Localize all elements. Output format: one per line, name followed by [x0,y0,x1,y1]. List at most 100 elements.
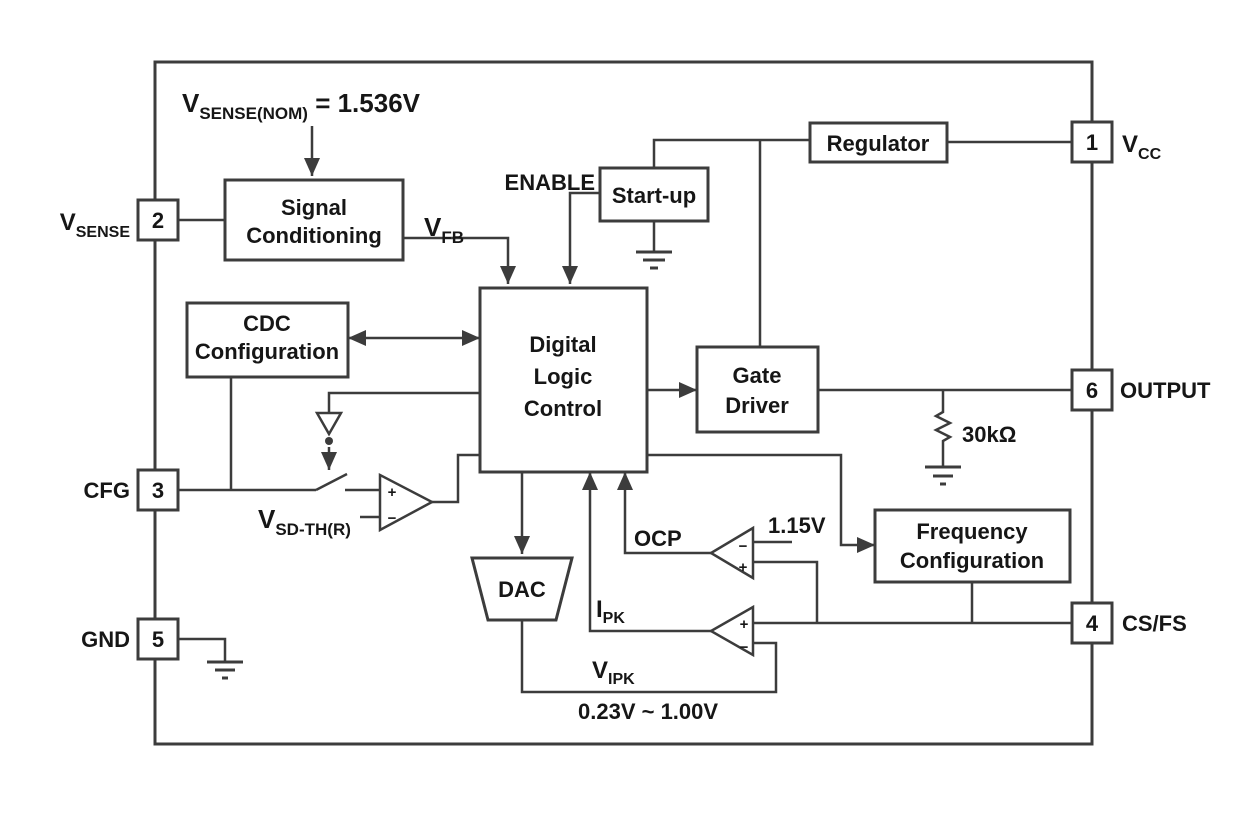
pin-4-csfs: 4 [1070,601,1114,645]
label-ocp: OCP [634,526,682,551]
block-start-up: Start-up [598,166,710,223]
pin-box [136,617,180,661]
label-main: V [1122,131,1138,158]
wire-pin5-ground [178,637,227,662]
block-label: Configuration [900,548,1044,573]
block-label: Driver [725,393,789,418]
pin-box [1070,601,1114,645]
label-sub: SD-TH(R) [275,520,351,539]
label-value: = 1.536V [308,88,421,118]
block-signal-conditioning: Signal Conditioning [223,178,405,262]
pin-label-gnd: GND [81,627,130,652]
label-main: V [60,209,76,236]
block-label: Frequency [916,519,1028,544]
block-frequency-configuration: Frequency Configuration [873,508,1072,584]
pin-1-vcc: 1 [1070,120,1114,164]
label-main: V [592,657,608,684]
block-label: DAC [498,577,546,602]
label-vsense-nom: VSENSE(NOM) = 1.536V [182,88,421,123]
pin-label-vsense: VSENSE [60,209,131,241]
block-label: Gate [733,363,782,388]
label-sub: FB [441,228,464,247]
block-box [873,508,1072,584]
block-label: Control [524,396,602,421]
block-label: Logic [534,364,593,389]
wire-ocp-to-dlc [617,472,711,555]
pin-label-csfs: CS/FS [1122,611,1187,636]
pin-3-cfg: 3 [136,468,180,512]
label-main: V [424,212,442,242]
block-label: Start-up [612,183,696,208]
block-label: CDC [243,311,291,336]
ipk-comparator-plus-mark: + [740,616,749,633]
pin-label-cfg: CFG [84,478,130,503]
label-sub: CC [1138,146,1162,163]
wire-enable [562,191,600,284]
label-vref-1p15: 1.15V [768,513,826,538]
ocp-comparator-plus-mark: + [739,559,748,576]
block-label: Configuration [195,339,339,364]
block-box [695,345,820,434]
pin-label-output: OUTPUT [1120,378,1211,403]
label-enable: ENABLE [505,170,595,195]
wire-vfb [403,236,516,284]
wire-ocp-plus-to-csfs [753,560,819,623]
pin-number: 1 [1086,130,1098,155]
ground-symbol-resistor [925,465,961,486]
block-regulator: Regulator [808,121,949,164]
pin-box [136,198,180,242]
pin-box [1070,368,1114,412]
pullup-resistor [933,390,953,467]
block-box [808,121,949,164]
label-sub: PK [603,610,626,627]
pin-5-gnd: 5 [136,617,180,661]
switch-arm [315,472,348,492]
label-resistor-30k: 30kΩ [962,422,1016,447]
ocp-comparator-minus-mark: − [739,538,748,555]
label-sub: SENSE(NOM) [199,104,308,123]
block-box [478,286,649,474]
wire-ipk-to-dlc [582,472,711,633]
buffer-triangle-icon [314,411,344,437]
pin-number: 4 [1086,611,1099,636]
block-label: Digital [529,332,596,357]
label-main: I [596,596,603,623]
label-vipk-range: 0.23V ~ 1.00V [578,699,718,724]
label-vsd-th: VSD-TH(R) [258,504,351,539]
block-label: Signal [281,195,347,220]
comparator-sd-th [378,472,435,533]
wire-dac-to-ipk-comparator [520,620,778,694]
block-label: Conditioning [246,223,382,248]
comparator-ocp [708,525,755,581]
pin-box [136,468,180,512]
label-sub: IPK [608,671,635,688]
label-ipk: IPK [596,596,625,627]
pin-number: 6 [1086,378,1098,403]
junction-dot [325,437,333,445]
pin-number: 5 [152,627,164,652]
label-sub: SENSE [76,224,131,241]
block-digital-logic-control: Digital Logic Control [478,286,649,474]
label-main: V [258,504,276,534]
comparator-ipk [708,604,755,658]
ipk-comparator-minus-mark: − [740,639,749,656]
comparator1-minus-mark: − [388,510,397,527]
comparator1-plus-mark: + [388,484,397,501]
label-vipk: VIPK [592,657,635,688]
dac-trapezoid [470,556,574,622]
block-box [598,166,710,223]
wire-startup-to-regulator [652,138,810,168]
pin-2-vsense: 2 [136,198,180,242]
label-vfb: VFB [424,212,464,247]
block-label: Regulator [827,131,930,156]
block-box [223,178,405,262]
pin-number: 3 [152,478,164,503]
ground-symbol-startup [636,250,672,270]
block-gate-driver: Gate Driver [695,345,820,434]
pin-label-vcc: VCC [1122,131,1162,163]
wire-dlc-to-frequency-config [647,453,875,553]
pin-box [1070,120,1114,164]
label-main: V [182,88,200,118]
